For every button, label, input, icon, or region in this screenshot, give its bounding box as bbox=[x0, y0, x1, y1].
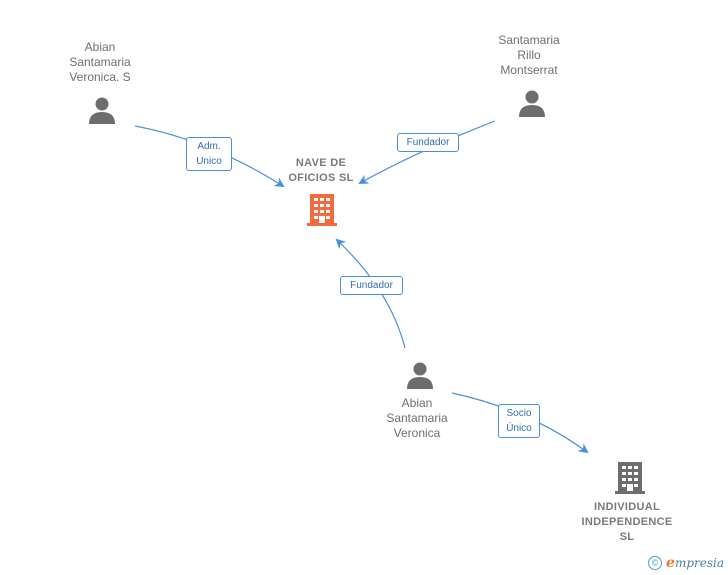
edge-label-fundador-bottom[interactable]: Fundador bbox=[340, 276, 403, 295]
person-name-abian-santamaria-veronica-s: Abian Santamaria Veronica. S bbox=[69, 40, 131, 84]
edge-label-fundador-top[interactable]: Fundador bbox=[397, 133, 459, 152]
person-name-santamaria-rillo-montserrat: Santamaria Rillo Montserrat bbox=[498, 33, 560, 77]
copyright-icon: © bbox=[648, 556, 663, 570]
footer-brand: © empresia bbox=[648, 555, 724, 571]
person-icon[interactable] bbox=[405, 360, 435, 390]
brand-logo[interactable]: empresia bbox=[666, 555, 724, 571]
edge-fundador-1 bbox=[358, 120, 496, 184]
building-icon[interactable] bbox=[306, 193, 338, 227]
edge-label-adm-unico[interactable]: Adm. Unico bbox=[186, 137, 232, 171]
person-icon[interactable] bbox=[87, 95, 117, 125]
edge-label-socio-unico[interactable]: Socio Único bbox=[498, 404, 540, 438]
company-name-nave-de-oficios: NAVE DE OFICIOS SL bbox=[288, 157, 354, 184]
building-icon[interactable] bbox=[614, 461, 646, 495]
person-name-abian-santamaria-veronica: Abian Santamaria Veronica bbox=[386, 396, 448, 440]
company-name-individual-independence: INDIVIDUAL INDEPENDENCE SL bbox=[581, 501, 673, 543]
person-icon[interactable] bbox=[517, 88, 547, 118]
